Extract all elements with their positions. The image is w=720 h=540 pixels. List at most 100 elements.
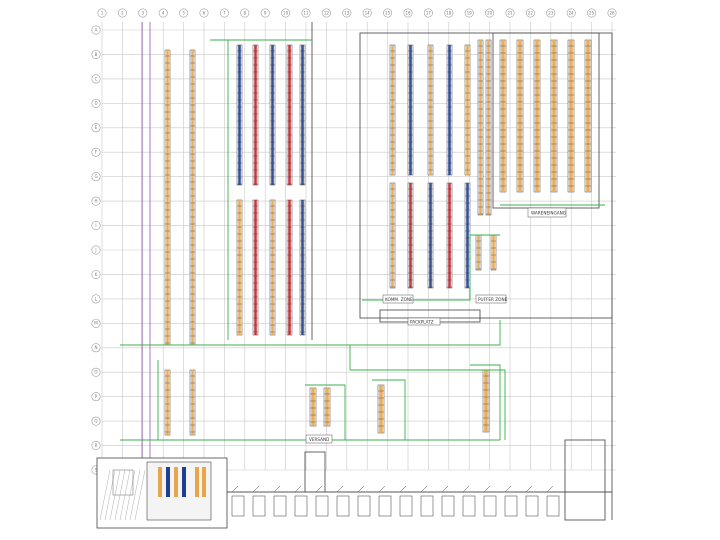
rack-bay (301, 200, 304, 335)
axis-bubble (240, 8, 250, 18)
axis-bubble (587, 8, 597, 18)
rack-bay (484, 370, 488, 432)
rack-bay (238, 45, 241, 185)
dock-door (378, 495, 392, 517)
rack-bay (254, 45, 257, 185)
axis-row-label: N (95, 345, 98, 350)
svg-text:KOMM. ZONE: KOMM. ZONE (385, 297, 413, 302)
rack-bay (311, 388, 315, 426)
inset-hatch (134, 469, 146, 521)
inset-hatch (104, 469, 116, 521)
axis-row-label: B (95, 52, 98, 57)
axis-row-label: H (94, 199, 97, 204)
axis-column-label: 17 (426, 10, 432, 15)
axis-column-label: 19 (467, 10, 473, 15)
inset-stair (112, 469, 134, 496)
axis-bubble (505, 8, 515, 18)
axis-bubble (91, 294, 101, 304)
axis-bubble (444, 8, 454, 18)
walkway-line (372, 379, 406, 440)
stair-core (564, 439, 606, 521)
axis-column-label: 15 (385, 10, 391, 15)
axis-bubble (199, 8, 209, 18)
dock-door (315, 495, 329, 517)
axis-bubble (117, 8, 127, 18)
inset-overview-map (96, 457, 228, 529)
rack-bay (448, 183, 451, 288)
axis-column-label: 7 (223, 10, 226, 15)
dock-door (504, 495, 518, 517)
axis-row-label: J (94, 247, 96, 252)
label-packplatz: PACKPLATZ (407, 317, 441, 326)
dock-swing (483, 485, 491, 493)
label-kommission: KOMM. ZONE (382, 294, 414, 304)
rack-bay (288, 45, 291, 185)
rack-bay (492, 235, 495, 270)
axis-row-label: S (95, 467, 98, 472)
axis-column-label: 23 (548, 10, 554, 15)
dock-swing (462, 485, 470, 493)
axis-column-label: 9 (264, 10, 267, 15)
rack-bay (191, 50, 194, 345)
dock-swing (336, 485, 344, 493)
axis-bubble (485, 8, 495, 18)
axis-row-label: M (94, 321, 98, 326)
axis-bubble (301, 8, 311, 18)
axis-column-label: 20 (487, 10, 493, 15)
svg-text:PUFFER ZONE: PUFFER ZONE (478, 297, 508, 302)
inset-rack (202, 467, 206, 497)
axis-bubble (91, 74, 101, 84)
axis-bubble (91, 147, 101, 157)
axis-row-label: R (95, 443, 98, 448)
axis-bubble (566, 8, 576, 18)
rack-bay (448, 45, 451, 175)
rack-layer (164, 39, 592, 436)
axis-row-label: D (94, 101, 97, 106)
dock-door (525, 495, 539, 517)
inset-hatch (129, 469, 141, 521)
rack-bay (487, 40, 490, 215)
rack-bay (301, 45, 304, 185)
dock-swing (231, 485, 239, 493)
dock-door (294, 495, 308, 517)
svg-text:WARENEINGANG: WARENEINGANG (531, 211, 566, 216)
axis-bubble (91, 49, 101, 59)
walkway-line (305, 384, 346, 440)
axis-row-label: E (95, 125, 98, 130)
rack-bay (191, 370, 194, 435)
axis-bubble (97, 8, 107, 18)
walkway-line (350, 320, 501, 346)
axis-bubble (91, 98, 101, 108)
axis-bubble (179, 8, 189, 18)
axis-row-label: L (95, 296, 98, 301)
axis-column-label: 1 (101, 10, 104, 15)
walkway-line (120, 344, 506, 440)
rack-bay (429, 45, 432, 175)
axis-column-label: 24 (569, 10, 575, 15)
dock-door (252, 495, 266, 517)
axis-column-label: 13 (344, 10, 350, 15)
dock-swing (315, 485, 323, 493)
dock-door (357, 495, 371, 517)
axis-bubble (138, 8, 148, 18)
inset-rack (195, 467, 199, 497)
axis-bubble (260, 8, 270, 18)
axis-bubble (607, 8, 617, 18)
rack-bay (379, 385, 383, 433)
svg-text:PACKPLATZ: PACKPLATZ (410, 320, 434, 325)
walkway-line (362, 234, 500, 301)
label-puffer: PUFFER ZONE (475, 294, 508, 304)
rack-bay (477, 235, 480, 270)
rack-bay (166, 370, 169, 435)
axis-bubble (403, 8, 413, 18)
grid-layer (101, 22, 616, 471)
axis-bubble (91, 196, 101, 206)
axis-bubble (281, 8, 291, 18)
rack-bay (288, 200, 291, 335)
axis-row-label: K (95, 272, 98, 277)
axis-column-label: 6 (203, 10, 206, 15)
rack-bay (409, 45, 412, 175)
inset-rack (174, 467, 178, 497)
dock-swing (294, 485, 302, 493)
